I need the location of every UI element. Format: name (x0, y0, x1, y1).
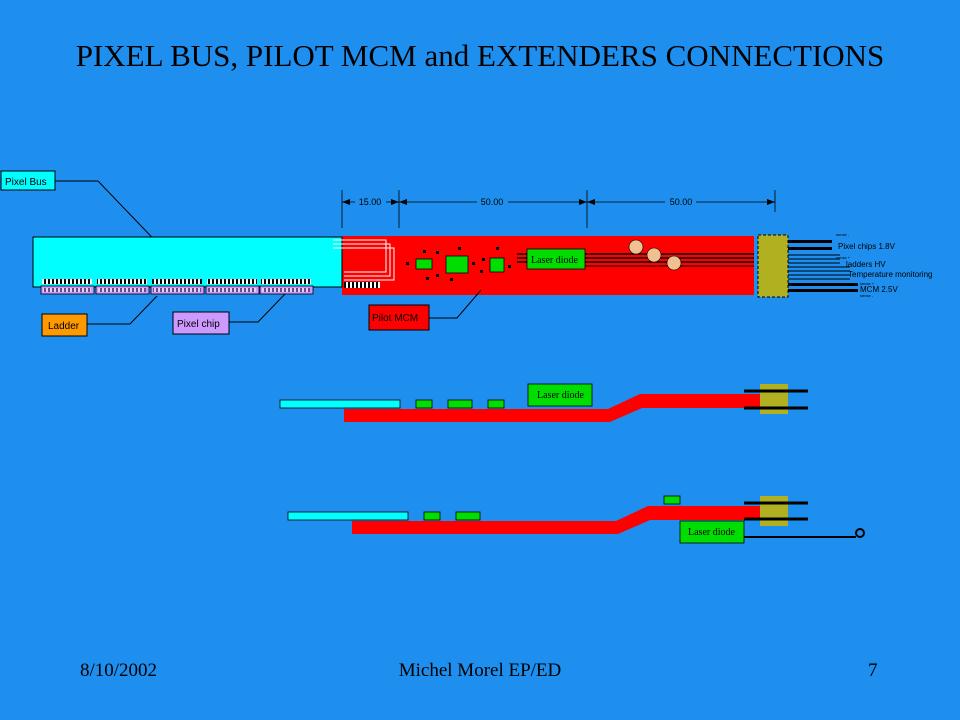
dimension-label: 50.00 (670, 197, 693, 207)
mcm-voltage-label: MCM 2.5V (860, 285, 898, 294)
pixel-chip-label: Pixel chip (177, 319, 220, 330)
dimension-label: 15.00 (359, 197, 382, 207)
pixel-chips-voltage-label: Pixel chips 1.8V (838, 242, 896, 251)
side-view-extender-1: Laser diode (279, 383, 808, 422)
dimension-label: 50.00 (481, 197, 504, 207)
pilot-mcm-components (406, 247, 511, 281)
optical-lenses (628, 239, 682, 271)
footer-author: Michel Morel EP/ED (398, 660, 562, 681)
ladder-label: Ladder (48, 321, 80, 332)
slide-title: PIXEL BUS, PILOT MCM and EXTENDERS CONNE… (75, 38, 885, 73)
page-number: 7 (868, 660, 878, 681)
temperature-label: Temperature monitoring (848, 270, 932, 279)
footer-date: 8/10/2002 (80, 660, 158, 681)
connector-labels: sense - Pixel chips 1.8V sense + ladders… (836, 232, 932, 298)
sense-label-1: sense - (836, 232, 850, 237)
ladders-hv-label: ladders HV (846, 260, 886, 269)
side-view-extender-2: Laser diode (287, 495, 865, 544)
laser-diode-label-bottom: Laser diode (688, 527, 735, 538)
pixel-bus (32, 236, 395, 288)
pixel-chip-callout: Pixel chip (172, 293, 286, 335)
laser-diode-label-top: Laser diode (531, 255, 578, 266)
laser-diode-top: Laser diode (526, 248, 586, 270)
laser-diode-label-mid: Laser diode (537, 390, 584, 401)
sense-label-3: sense + (860, 281, 875, 286)
ladder-callout: Ladder (41, 295, 158, 337)
pilot-mcm-callout: Pilot MCM (368, 289, 482, 331)
pilot-mcm-label: Pilot MCM (372, 313, 418, 324)
connector-top (757, 234, 858, 298)
sense-label-2: sense + (836, 255, 851, 260)
dimension-annotations: 15.00 50.00 50.00 (341, 190, 776, 228)
pixel-bus-label: Pixel Bus (5, 177, 47, 188)
pixel-chip-row (40, 279, 314, 295)
pixel-bus-callout: Pixel Bus (0, 170, 169, 255)
sense-label-4: sense - (860, 293, 874, 298)
